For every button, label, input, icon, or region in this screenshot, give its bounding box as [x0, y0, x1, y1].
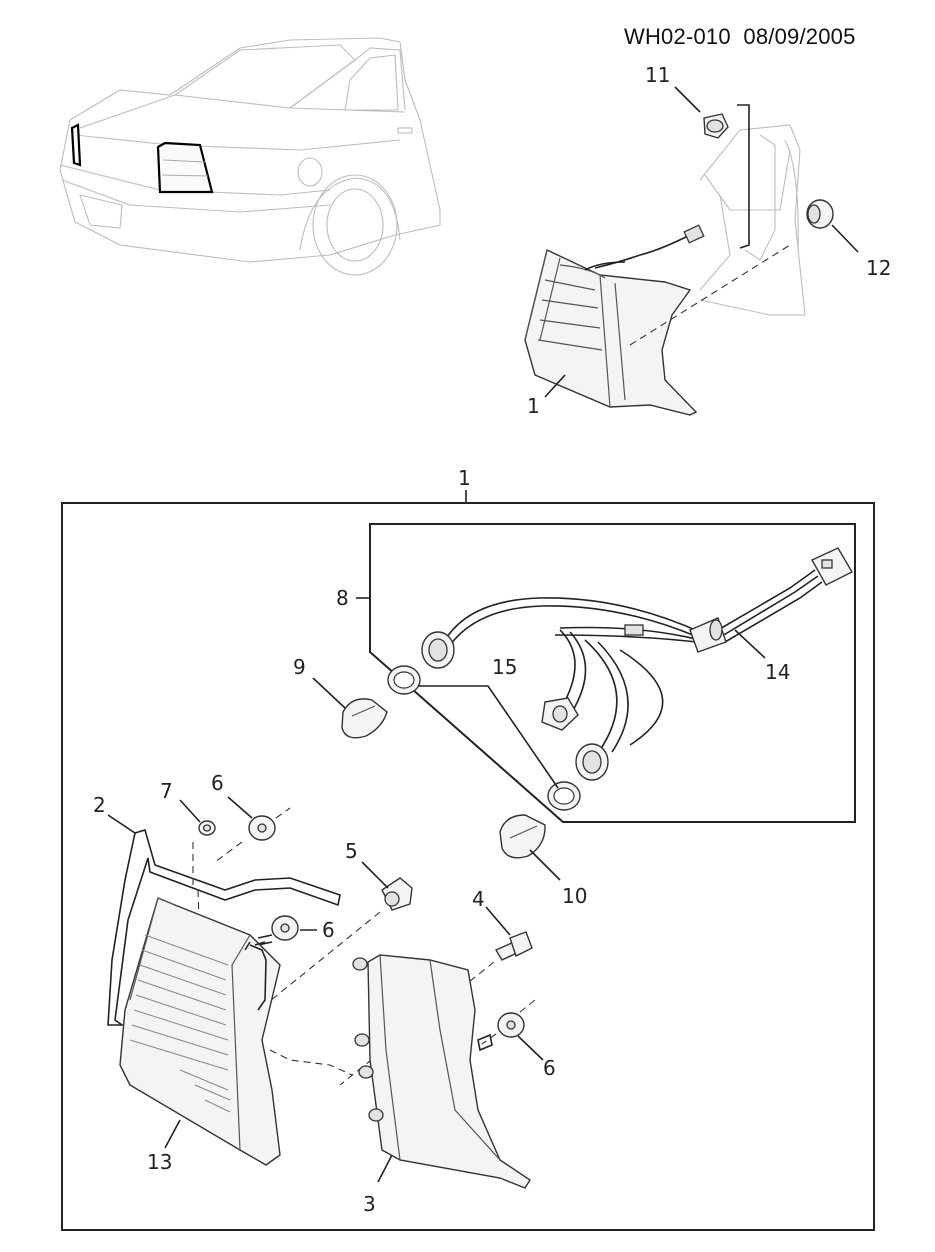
part-14-wiring-harness: [421, 547, 853, 781]
callout-8: 8: [336, 586, 349, 610]
part-3-trim-cover: [352, 954, 531, 1189]
harness-subassembly-frame: [369, 523, 856, 823]
part-7-nut: [198, 820, 216, 836]
callout-5: 5: [345, 839, 358, 863]
callout-4: 4: [472, 887, 485, 911]
part-15-seals: [387, 665, 581, 811]
callout-13: 13: [147, 1150, 172, 1174]
callout-1-assembly: 1: [458, 466, 471, 490]
car-rear-view-illustration: [59, 37, 441, 276]
assembly-frame: [61, 502, 875, 1231]
part-6-washer-top: [248, 815, 276, 841]
callout-12: 12: [866, 256, 891, 280]
callout-6-mid: 6: [322, 918, 335, 942]
callout-3: 3: [363, 1192, 376, 1216]
part-13-lamp-lens: [119, 897, 281, 1166]
part-6-washer-mid: [257, 915, 299, 946]
callout-6-right: 6: [543, 1056, 556, 1080]
callout-14: 14: [765, 660, 790, 684]
callout-1-installation: 1: [527, 394, 540, 418]
part-11-nut: [703, 113, 729, 139]
installation-view: [524, 86, 859, 416]
document-id: WH02-010: [624, 24, 731, 49]
callout-6-top: 6: [211, 771, 224, 795]
part-5-screw: [381, 877, 413, 911]
document-reference: WH02-010 08/09/2005: [624, 24, 856, 50]
part-10-bulb: [499, 814, 546, 859]
part-4-bolt: [494, 931, 533, 961]
document-date: 08/09/2005: [743, 24, 856, 49]
part-6-washer-right: [497, 1012, 525, 1038]
part-12-grommet: [806, 199, 834, 229]
callout-9: 9: [293, 655, 306, 679]
part-9-bulb: [341, 698, 388, 739]
part-2-gasket: [107, 829, 341, 1026]
callout-11: 11: [645, 63, 670, 87]
callout-7: 7: [160, 779, 173, 803]
callout-2: 2: [93, 793, 106, 817]
callout-10: 10: [562, 884, 587, 908]
callout-15: 15: [492, 655, 517, 679]
